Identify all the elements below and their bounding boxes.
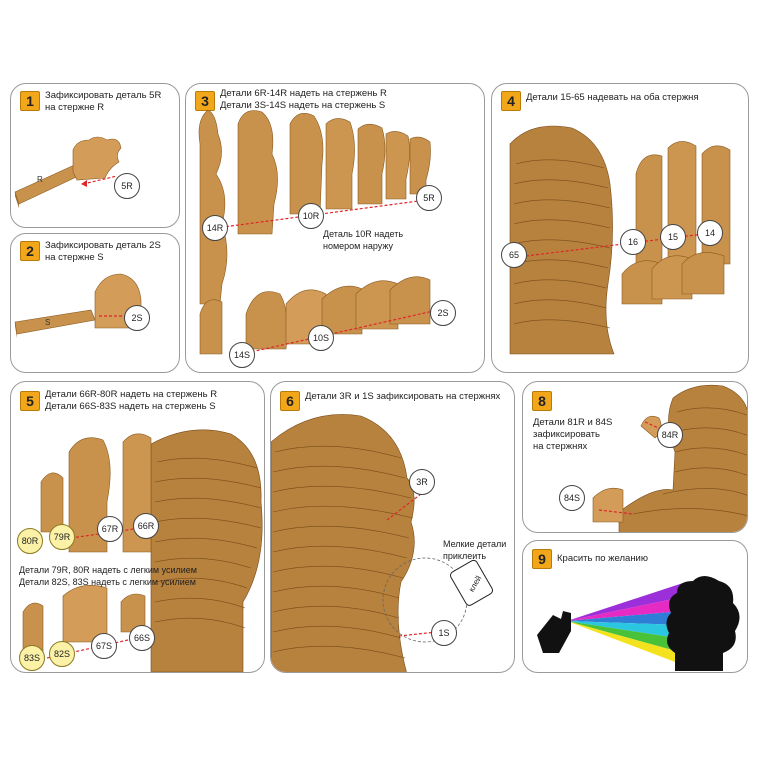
part-callout: 2S: [430, 300, 456, 326]
step-4-illustration: [509, 125, 731, 355]
part-callout: 84S: [559, 485, 585, 511]
part-callout: 15: [660, 224, 686, 250]
step-4-panel: 4 Детали 15-65 надевать на оба стержня 6…: [491, 83, 749, 373]
part-callout: 67R: [97, 516, 123, 542]
step-number: 9: [532, 549, 552, 569]
part-callout: 5R: [416, 185, 442, 211]
part-callout: 83S: [19, 645, 45, 671]
step-number: 4: [501, 91, 521, 111]
step-5-illustration: [22, 429, 263, 672]
step-number: 6: [280, 391, 300, 411]
part-callout: 82S: [49, 641, 75, 667]
step-number: 1: [20, 91, 40, 111]
part-callout: 80R: [17, 528, 43, 554]
step-number: 8: [532, 391, 552, 411]
part-callout: 79R: [49, 524, 75, 550]
step-2-illustration: S: [14, 273, 142, 338]
part-callout: 5R: [114, 173, 140, 199]
step-number: 2: [20, 241, 40, 261]
step-number: 3: [195, 91, 215, 111]
part-callout: 66R: [133, 513, 159, 539]
step-6-illustration: [271, 414, 494, 672]
part-callout: 10R: [298, 203, 324, 229]
svg-text:S: S: [45, 318, 50, 327]
part-callout: 10S: [308, 325, 334, 351]
part-callout: 66S: [129, 625, 155, 651]
step-9-panel: 9 Красить по желанию: [522, 540, 748, 673]
svg-text:R: R: [37, 175, 43, 184]
part-callout: 3R: [409, 469, 435, 495]
step-number: 5: [20, 391, 40, 411]
step-3-illustration: [198, 109, 439, 355]
part-callout: 1S: [431, 620, 457, 646]
step-9-illustration: [537, 576, 740, 671]
step-6-panel: 6 Детали 3R и 1S зафиксировать на стержн…: [270, 381, 515, 673]
step-text: Детали 15-65 надевать на оба стержня: [526, 92, 699, 103]
part-callout: 16: [620, 229, 646, 255]
step-1-illustration: R: [14, 136, 122, 208]
part-callout: 65: [501, 242, 527, 268]
part-callout: 14R: [202, 215, 228, 241]
step-text: Детали 3R и 1S зафиксировать на стержнях: [305, 391, 501, 402]
part-callout: 67S: [91, 633, 117, 659]
part-callout: 84R: [657, 422, 683, 448]
part-callout: 14S: [229, 342, 255, 368]
part-callout: 2S: [124, 305, 150, 331]
step-text: Красить по желанию: [557, 553, 648, 564]
part-callout: 14: [697, 220, 723, 246]
step-8-illustration: [592, 384, 747, 532]
